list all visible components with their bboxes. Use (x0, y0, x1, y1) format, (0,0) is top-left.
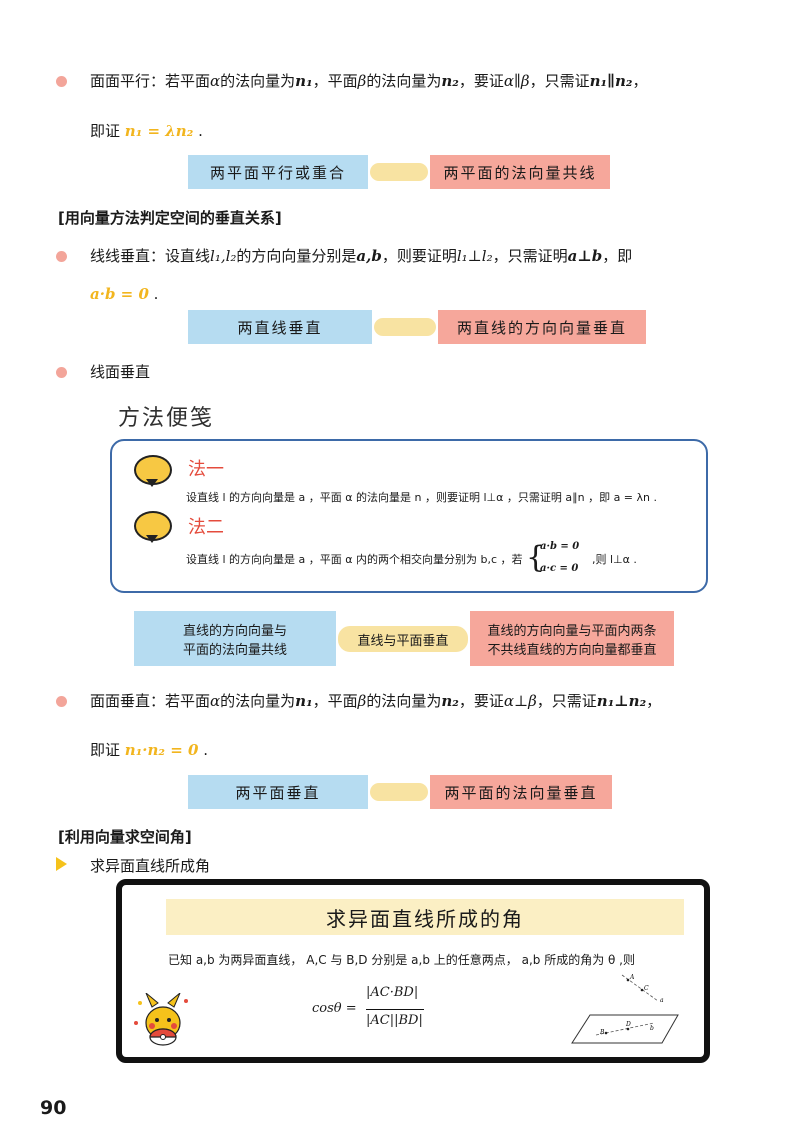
figure-label-b: b (650, 1025, 654, 1032)
skew-lines-frame: 求异面直线所成的角 已知 a,b 为两异面直线， A,C 与 B,D 分别是 a… (116, 879, 710, 1063)
method-note-title: 方法便笺 (118, 406, 215, 431)
perpendicular-lines-condition: a·b = 0 . (90, 285, 159, 303)
cosine-formula: cosθ = |AC·BD| |AC||BD| (312, 983, 512, 1039)
skew-lines-title: 求异面直线所成角 (90, 857, 211, 875)
perpendicular-planes-condition: 即证 n₁·n₂ = 0 . (90, 741, 208, 759)
concept-box-right: 直线的方向向量与平面内两条 不共线直线的方向向量都垂直 (470, 611, 674, 666)
skew-lines-text: 已知 a,b 为两异面直线， A,C 与 B,D 分别是 a,b 上的任意两点，… (168, 953, 635, 967)
method-one-label: 法一 (188, 459, 224, 480)
method-card: 法一 设直线 l 的方向向量是 a ，平面 α 的法向量是 n ，则要证明 l⊥… (110, 439, 708, 593)
figure-label-C: C (644, 985, 649, 992)
bullet-dot (56, 696, 67, 707)
connector-pill (370, 783, 428, 801)
concept-box-right: 两直线的方向向量垂直 (438, 310, 646, 344)
triangle-bullet-icon (56, 857, 67, 871)
equation-2: a·c = 0 (540, 563, 579, 574)
line-plane-title: 线面垂直 (90, 363, 151, 381)
concept-box-right: 两平面的法向量共线 (430, 155, 610, 189)
frame-title: 求异面直线所成的角 (166, 899, 684, 935)
perpendicular-planes-line: 面面垂直：若平面α的法向量为n₁，平面β的法向量为n₂，要证α⊥β，只需证n₁⊥… (90, 692, 662, 710)
method-two-label: 法二 (188, 517, 224, 538)
brace: { (526, 540, 546, 575)
mascot-icon (134, 993, 188, 1046)
formula-denominator: |AC||BD| (366, 1013, 423, 1028)
connector-pill (374, 318, 436, 336)
method-one-text: 设直线 l 的方向向量是 a ，平面 α 的法向量是 n ，则要证明 l⊥α ，… (186, 491, 657, 504)
parallel-planes-line: 面面平行：若平面α的法向量为n₁，平面β的法向量为n₂，要证α∥β，只需证n₁∥… (90, 72, 648, 90)
equation-system: { a·b = 0 a·c = 0 ,则 l⊥α . (526, 539, 666, 579)
concept-box-right: 两平面的法向量垂直 (430, 775, 612, 809)
bullet-dot (56, 251, 67, 262)
page-number: 90 (40, 1097, 67, 1119)
connector-pill (370, 163, 428, 181)
equation-1: a·b = 0 (540, 541, 580, 552)
figure-label-B: B (599, 1029, 605, 1036)
method-two-conclusion: ,则 l⊥α . (592, 553, 637, 566)
formula-lhs: cosθ = (312, 1001, 357, 1016)
skew-lines-figure: A C a B D b (571, 974, 679, 1044)
fraction-bar (366, 1009, 424, 1010)
perpendicular-lines-line: 线线垂直：设直线l₁,l₂的方向向量分别是a,b，则要证明l₁⊥l₂，只需证明a… (90, 247, 633, 265)
method-two-text: 设直线 l 的方向向量是 a ，平面 α 内的两个相交向量分别为 b,c ，若 (186, 553, 523, 566)
formula-numerator: |AC·BD| (366, 985, 419, 1000)
concept-box-left: 两平面平行或重合 (188, 155, 368, 189)
speech-bubble-icon (134, 455, 172, 487)
speech-bubble-icon (134, 511, 172, 543)
parallel-planes-condition: 即证 n₁ = λn₂ . (90, 122, 203, 140)
concept-box-left: 两直线垂直 (188, 310, 372, 344)
concept-box-left: 两平面垂直 (188, 775, 368, 809)
concept-pill: 直线与平面垂直 (338, 626, 468, 652)
section-heading: [用向量方法判定空间的垂直关系] (58, 209, 282, 227)
figure-label-D: D (625, 1021, 631, 1028)
figure-label-a: a (660, 997, 664, 1004)
figure-label-A: A (629, 974, 635, 981)
bullet-dot (56, 367, 67, 378)
section-heading: [利用向量求空间角] (58, 828, 192, 846)
bullet-dot (56, 76, 67, 87)
concept-box-left: 直线的方向向量与 平面的法向量共线 (134, 611, 336, 666)
